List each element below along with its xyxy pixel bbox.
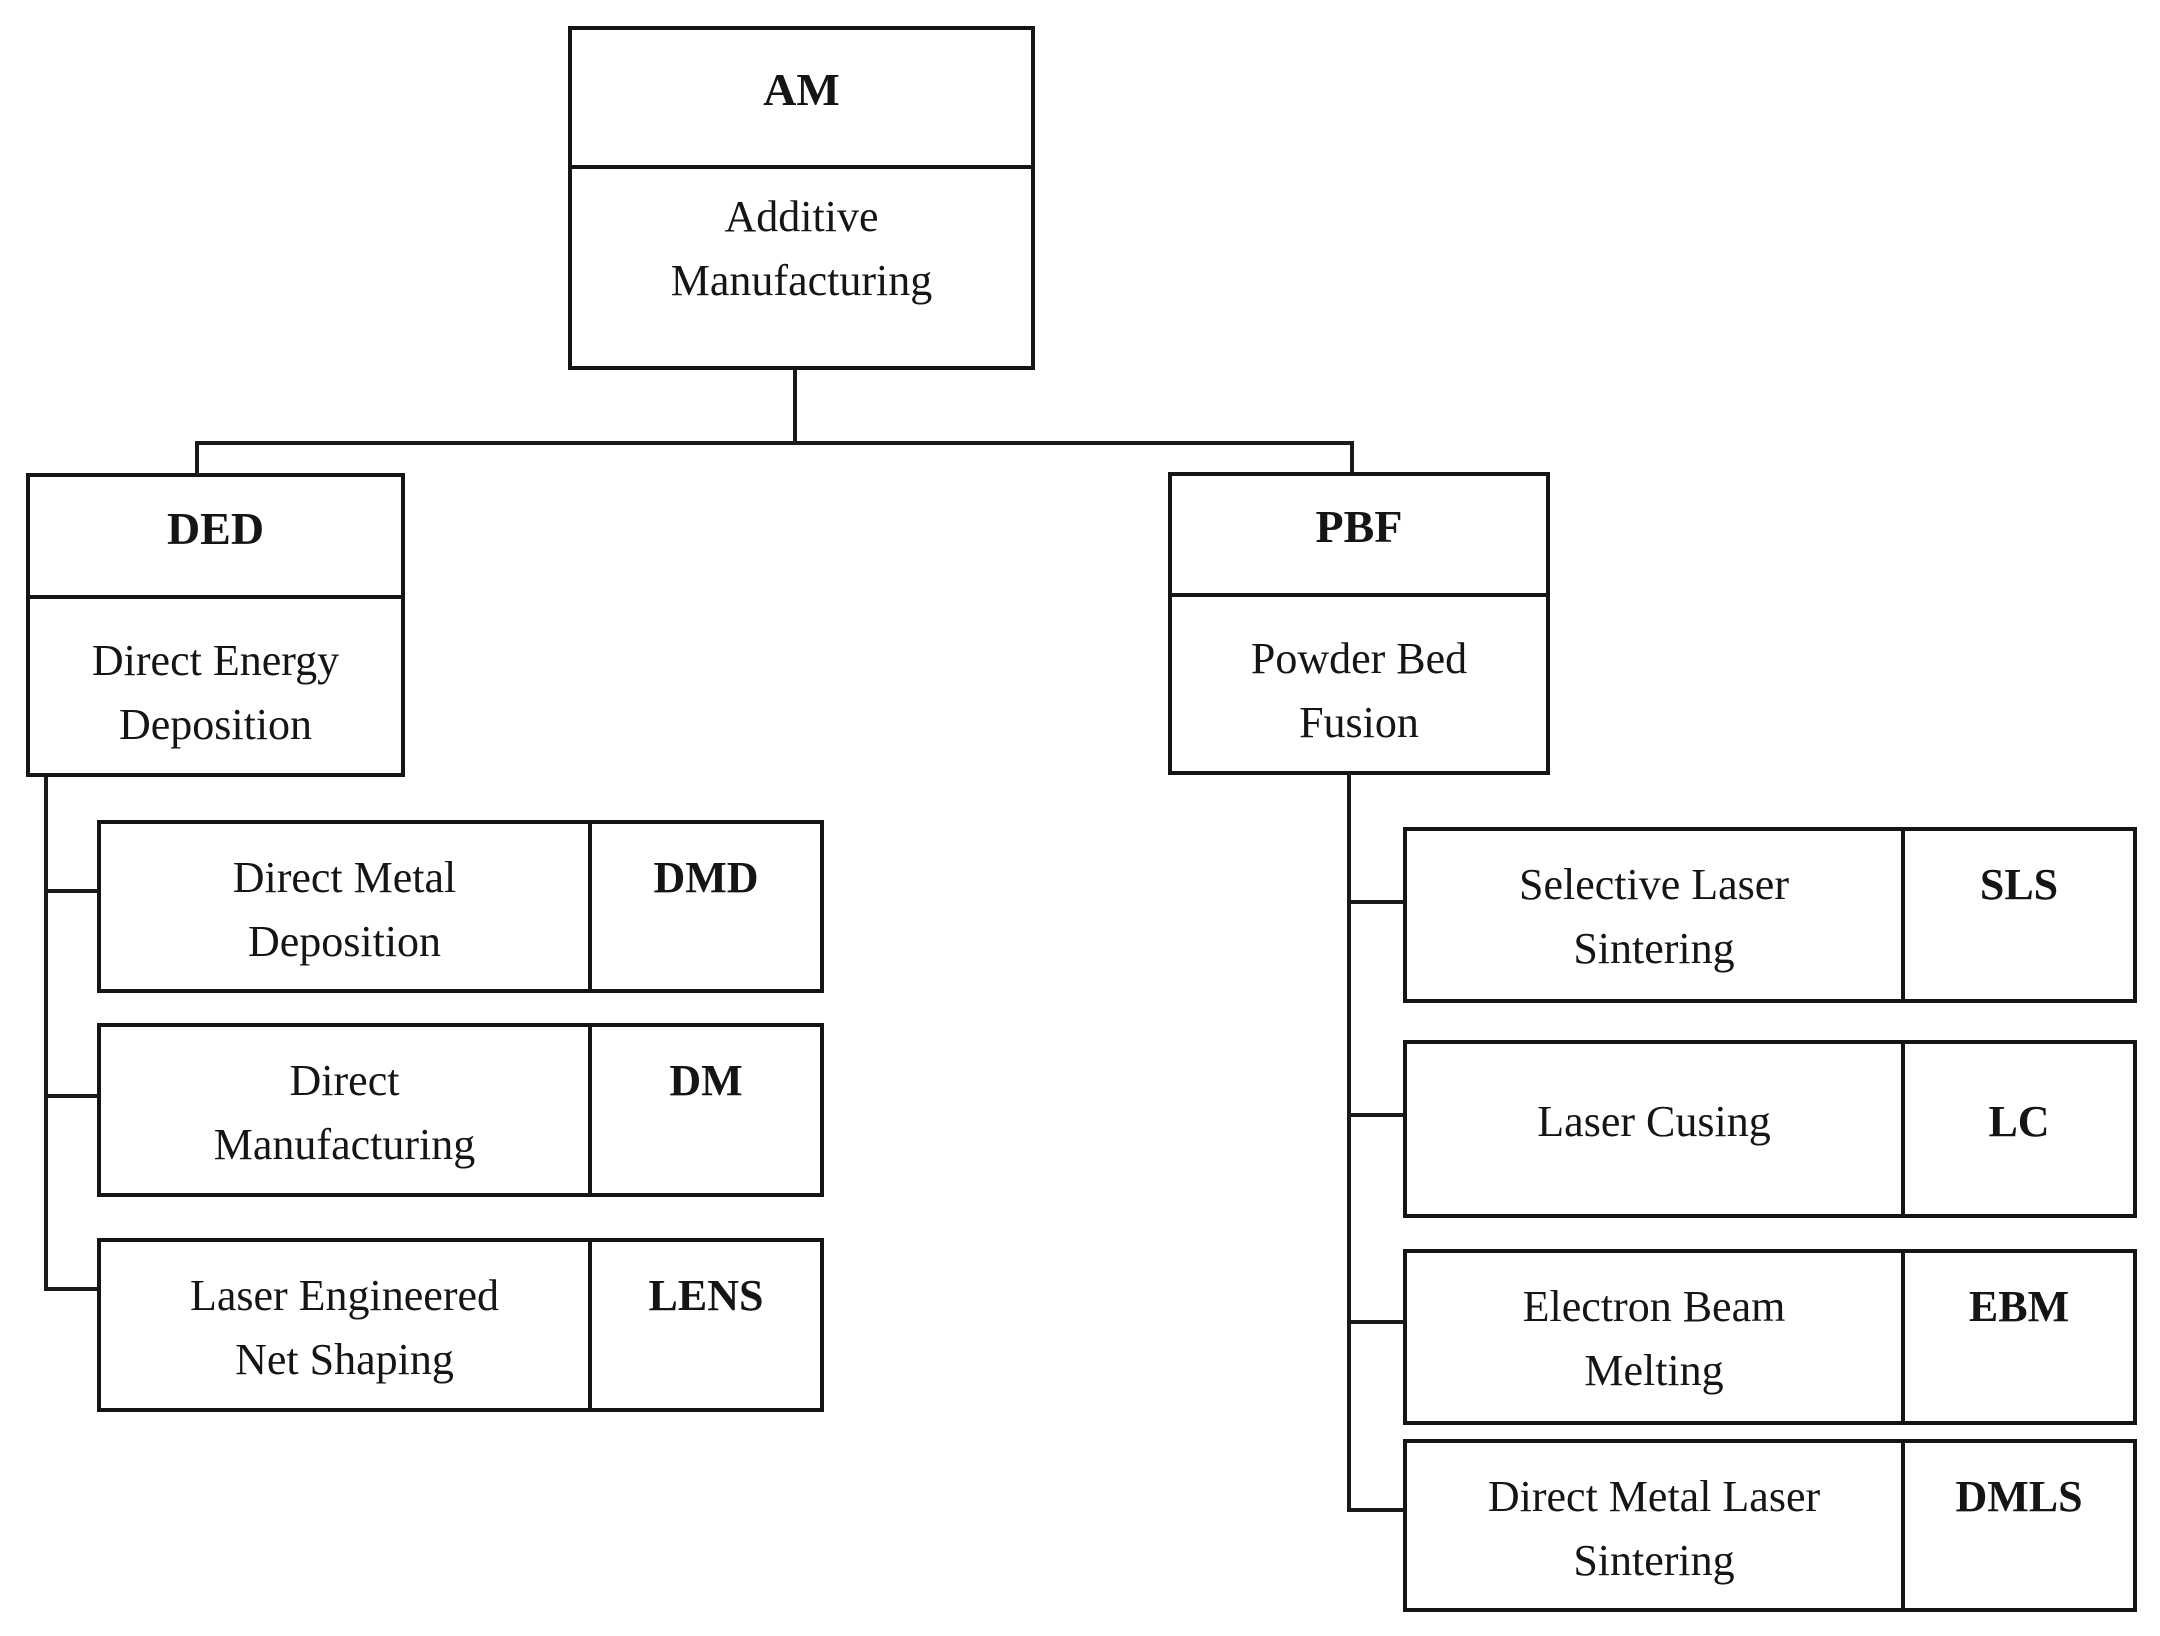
- leaf-lens-name: Laser Engineered Net Shaping: [101, 1242, 592, 1408]
- leaf-sls: Selective Laser Sintering SLS: [1403, 827, 2137, 1003]
- connector-drop-pbf: [1350, 441, 1354, 476]
- leaf-dmls: Direct Metal Laser Sintering DMLS: [1403, 1439, 2137, 1612]
- leaf-dmd-acronym: DMD: [653, 853, 759, 902]
- node-pbf: PBF Powder Bed Fusion: [1168, 472, 1550, 775]
- node-ded-name: Direct Energy Deposition: [91, 636, 340, 749]
- leaf-sls-name: Selective Laser Sintering: [1407, 831, 1905, 999]
- connector-branch-crossbar: [195, 441, 1354, 445]
- leaf-dmls-acronym: DMLS: [1955, 1472, 2083, 1521]
- connector-root-stem: [793, 370, 797, 441]
- leaf-dm-name: Direct Manufacturing: [101, 1027, 592, 1193]
- leaf-ebm-name: Electron Beam Melting: [1407, 1253, 1905, 1421]
- leaf-dmd: Direct Metal Deposition DMD: [97, 820, 824, 993]
- node-pbf-name: Powder Bed Fusion: [1250, 634, 1468, 747]
- node-am-acronym: AM: [572, 30, 1031, 169]
- node-pbf-acronym: PBF: [1172, 476, 1546, 597]
- connector-stub-ebm: [1349, 1320, 1407, 1324]
- connector-stub-lc: [1349, 1113, 1407, 1117]
- connector-stub-dmd: [46, 889, 101, 893]
- leaf-dm-acronym: DM: [669, 1056, 743, 1105]
- leaf-lc-acronym: LC: [1988, 1097, 2050, 1146]
- connector-stub-sls: [1349, 900, 1407, 904]
- connector-stub-dm: [46, 1094, 101, 1098]
- leaf-lc: Laser Cusing LC: [1403, 1040, 2137, 1218]
- leaf-sls-acronym: SLS: [1979, 860, 2059, 909]
- leaf-dm: Direct Manufacturing DM: [97, 1023, 824, 1197]
- leaf-ebm-acronym: EBM: [1968, 1282, 2070, 1331]
- leaf-lens-acronym: LENS: [648, 1271, 764, 1320]
- connector-trunk-pbf: [1347, 775, 1351, 1512]
- connector-stub-lens: [46, 1287, 101, 1291]
- leaf-ebm: Electron Beam Melting EBM: [1403, 1249, 2137, 1425]
- leaf-lc-name: Laser Cusing: [1407, 1044, 1905, 1214]
- node-am: AM Additive Manufacturing: [568, 26, 1035, 370]
- node-ded: DED Direct Energy Deposition: [26, 473, 405, 777]
- connector-drop-ded: [195, 441, 199, 477]
- connector-trunk-ded: [44, 777, 48, 1291]
- leaf-lens: Laser Engineered Net Shaping LENS: [97, 1238, 824, 1412]
- leaf-dmd-name: Direct Metal Deposition: [101, 824, 592, 989]
- connector-stub-dmls: [1349, 1508, 1407, 1512]
- node-am-name: Additive Manufacturing: [670, 192, 933, 305]
- leaf-dmls-name: Direct Metal Laser Sintering: [1407, 1443, 1905, 1608]
- node-ded-acronym: DED: [30, 477, 401, 599]
